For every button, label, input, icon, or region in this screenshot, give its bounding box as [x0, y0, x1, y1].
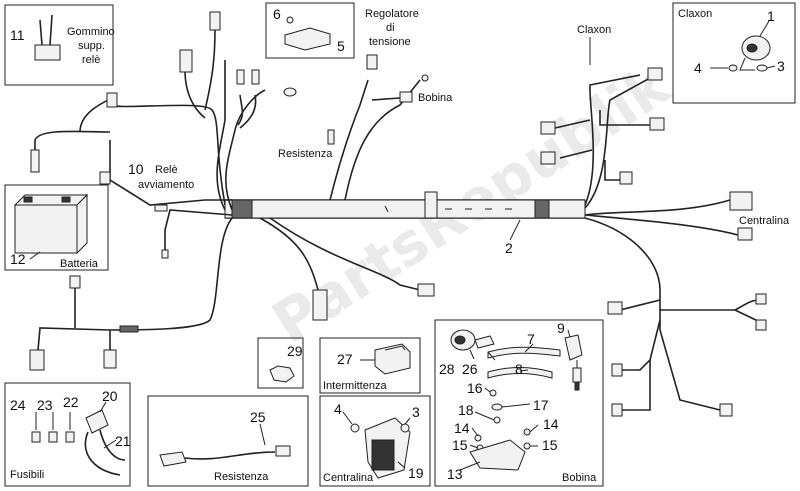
regolatore-label-3: tensione: [369, 36, 411, 48]
fusibili-label: Fusibili: [10, 469, 44, 481]
gommino-label-3: relè: [82, 54, 100, 66]
centralina-box-label: Centralina: [323, 472, 374, 484]
callout-20: 20: [102, 388, 118, 404]
connectors: [29, 11, 767, 417]
callout-14b: 14: [543, 416, 559, 432]
bobina-panel: 7 9 8 28 26 16 17 18 14 14 15 15 13 Bobi…: [434, 319, 604, 487]
callout-26: 26: [462, 361, 478, 377]
callout-11: 11: [10, 27, 25, 43]
callout-9: 9: [557, 320, 565, 336]
callout-3b: 3: [412, 404, 420, 420]
bobina-box-label: Bobina: [562, 472, 597, 484]
callout-1: 1: [767, 8, 775, 24]
main-harness: [29, 11, 767, 417]
callout-10: 10: [128, 161, 144, 177]
callout-15b: 15: [542, 437, 558, 453]
callout-12: 12: [10, 251, 26, 267]
callout-25: 25: [250, 409, 266, 425]
gommino-label-2: supp.: [78, 40, 105, 52]
gommino-panel: 11 Gommino supp. relè: [4, 4, 115, 86]
batteria-label: Batteria: [60, 258, 99, 270]
resistenza-main-label: Resistenza: [278, 148, 333, 160]
callout-4b: 4: [334, 401, 342, 417]
callout-5: 5: [337, 38, 345, 54]
fusibili-panel: 24 23 22 20 21 Fusibili: [4, 382, 131, 487]
intermittenza-label: Intermittenza: [323, 380, 387, 392]
claxon-panel: Claxon 1 4 3: [672, 2, 796, 104]
callout-15a: 15: [452, 437, 468, 453]
callout-16: 16: [467, 380, 483, 396]
bobina-main-label: Bobina: [418, 92, 453, 104]
callout-2: 2: [505, 240, 513, 256]
part-29-panel: 29: [257, 337, 304, 389]
centralina-panel: 4 3 19 Centralina: [319, 395, 431, 487]
resistenza-panel: 25 Resistenza: [147, 395, 309, 487]
rele-label-2: avviamento: [138, 179, 194, 191]
gommino-label-1: Gommino: [67, 26, 115, 38]
callout-8: 8: [515, 361, 523, 377]
regolatore-label-2: di: [386, 22, 395, 34]
callout-28: 28: [439, 361, 455, 377]
callout-17: 17: [533, 397, 549, 413]
resistenza-box-label: Resistenza: [214, 471, 269, 483]
callout-23: 23: [37, 397, 53, 413]
claxon-top-label: Claxon: [577, 24, 611, 36]
callout-27: 27: [337, 351, 353, 367]
centralina-main-label: Centralina: [739, 215, 790, 227]
battery-panel: 12 Batteria: [4, 184, 109, 271]
regolatore-label-1: Regolatore: [365, 8, 419, 20]
callout-29: 29: [287, 343, 303, 359]
rele-label-1: Relè: [155, 164, 178, 176]
callout-3a: 3: [777, 58, 785, 74]
callout-13: 13: [447, 466, 463, 482]
callout-6: 6: [273, 6, 281, 22]
callout-24: 24: [10, 397, 26, 413]
callout-22: 22: [63, 394, 79, 410]
callout-19: 19: [408, 465, 424, 481]
callout-4a: 4: [694, 60, 702, 76]
claxon-box-label: Claxon: [678, 8, 712, 20]
callout-14a: 14: [454, 420, 470, 436]
callout-7: 7: [527, 331, 535, 347]
relay-panel: 6 5: [265, 2, 355, 59]
callout-21: 21: [115, 433, 131, 449]
intermittenza-panel: 27 Intermittenza: [319, 337, 421, 394]
callout-18: 18: [458, 402, 474, 418]
